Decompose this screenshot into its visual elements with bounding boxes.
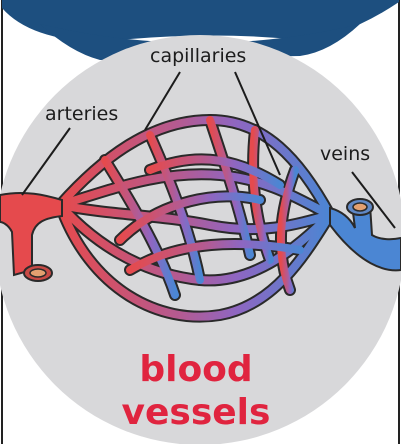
title-line-2: vessels <box>122 392 271 433</box>
veins-label: veins <box>320 143 370 165</box>
capillaries-label: capillaries <box>150 45 246 67</box>
arteries-label: arteries <box>45 103 118 125</box>
title-line-1: blood <box>139 349 252 390</box>
